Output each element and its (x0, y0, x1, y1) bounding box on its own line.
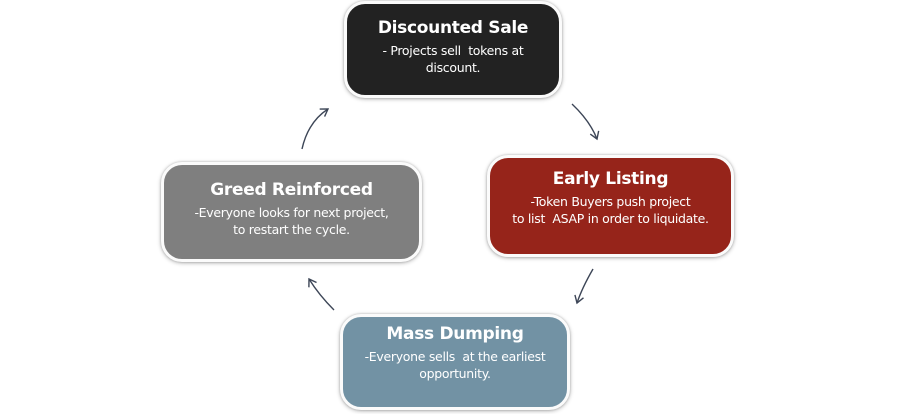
arrow-discounted-to-early-icon (571, 103, 600, 141)
node-title: Early Listing (552, 169, 669, 189)
node-title: Mass Dumping (386, 324, 524, 344)
node-greed-reinforced: Greed Reinforced -Everyone looks for nex… (161, 162, 422, 262)
node-body: -Everyone looks for next project, to res… (194, 205, 389, 237)
arrow-greed-to-discounted-icon (301, 108, 330, 150)
node-title: Greed Reinforced (210, 180, 373, 200)
node-early-listing: Early Listing -Token Buyers push project… (487, 155, 734, 257)
arrow-early-to-dumping-icon (574, 268, 594, 305)
node-body: -Everyone sells at the earliest opportun… (364, 349, 546, 381)
node-title: Discounted Sale (377, 18, 529, 38)
node-discounted-sale: Discounted Sale - Projects sell tokens a… (344, 1, 562, 98)
node-body: - Projects sell tokens at discount. (382, 43, 524, 75)
arrow-dumping-to-greed-icon (308, 277, 335, 311)
node-mass-dumping: Mass Dumping -Everyone sells at the earl… (340, 314, 570, 410)
node-body: -Token Buyers push project to list ASAP … (512, 194, 709, 226)
